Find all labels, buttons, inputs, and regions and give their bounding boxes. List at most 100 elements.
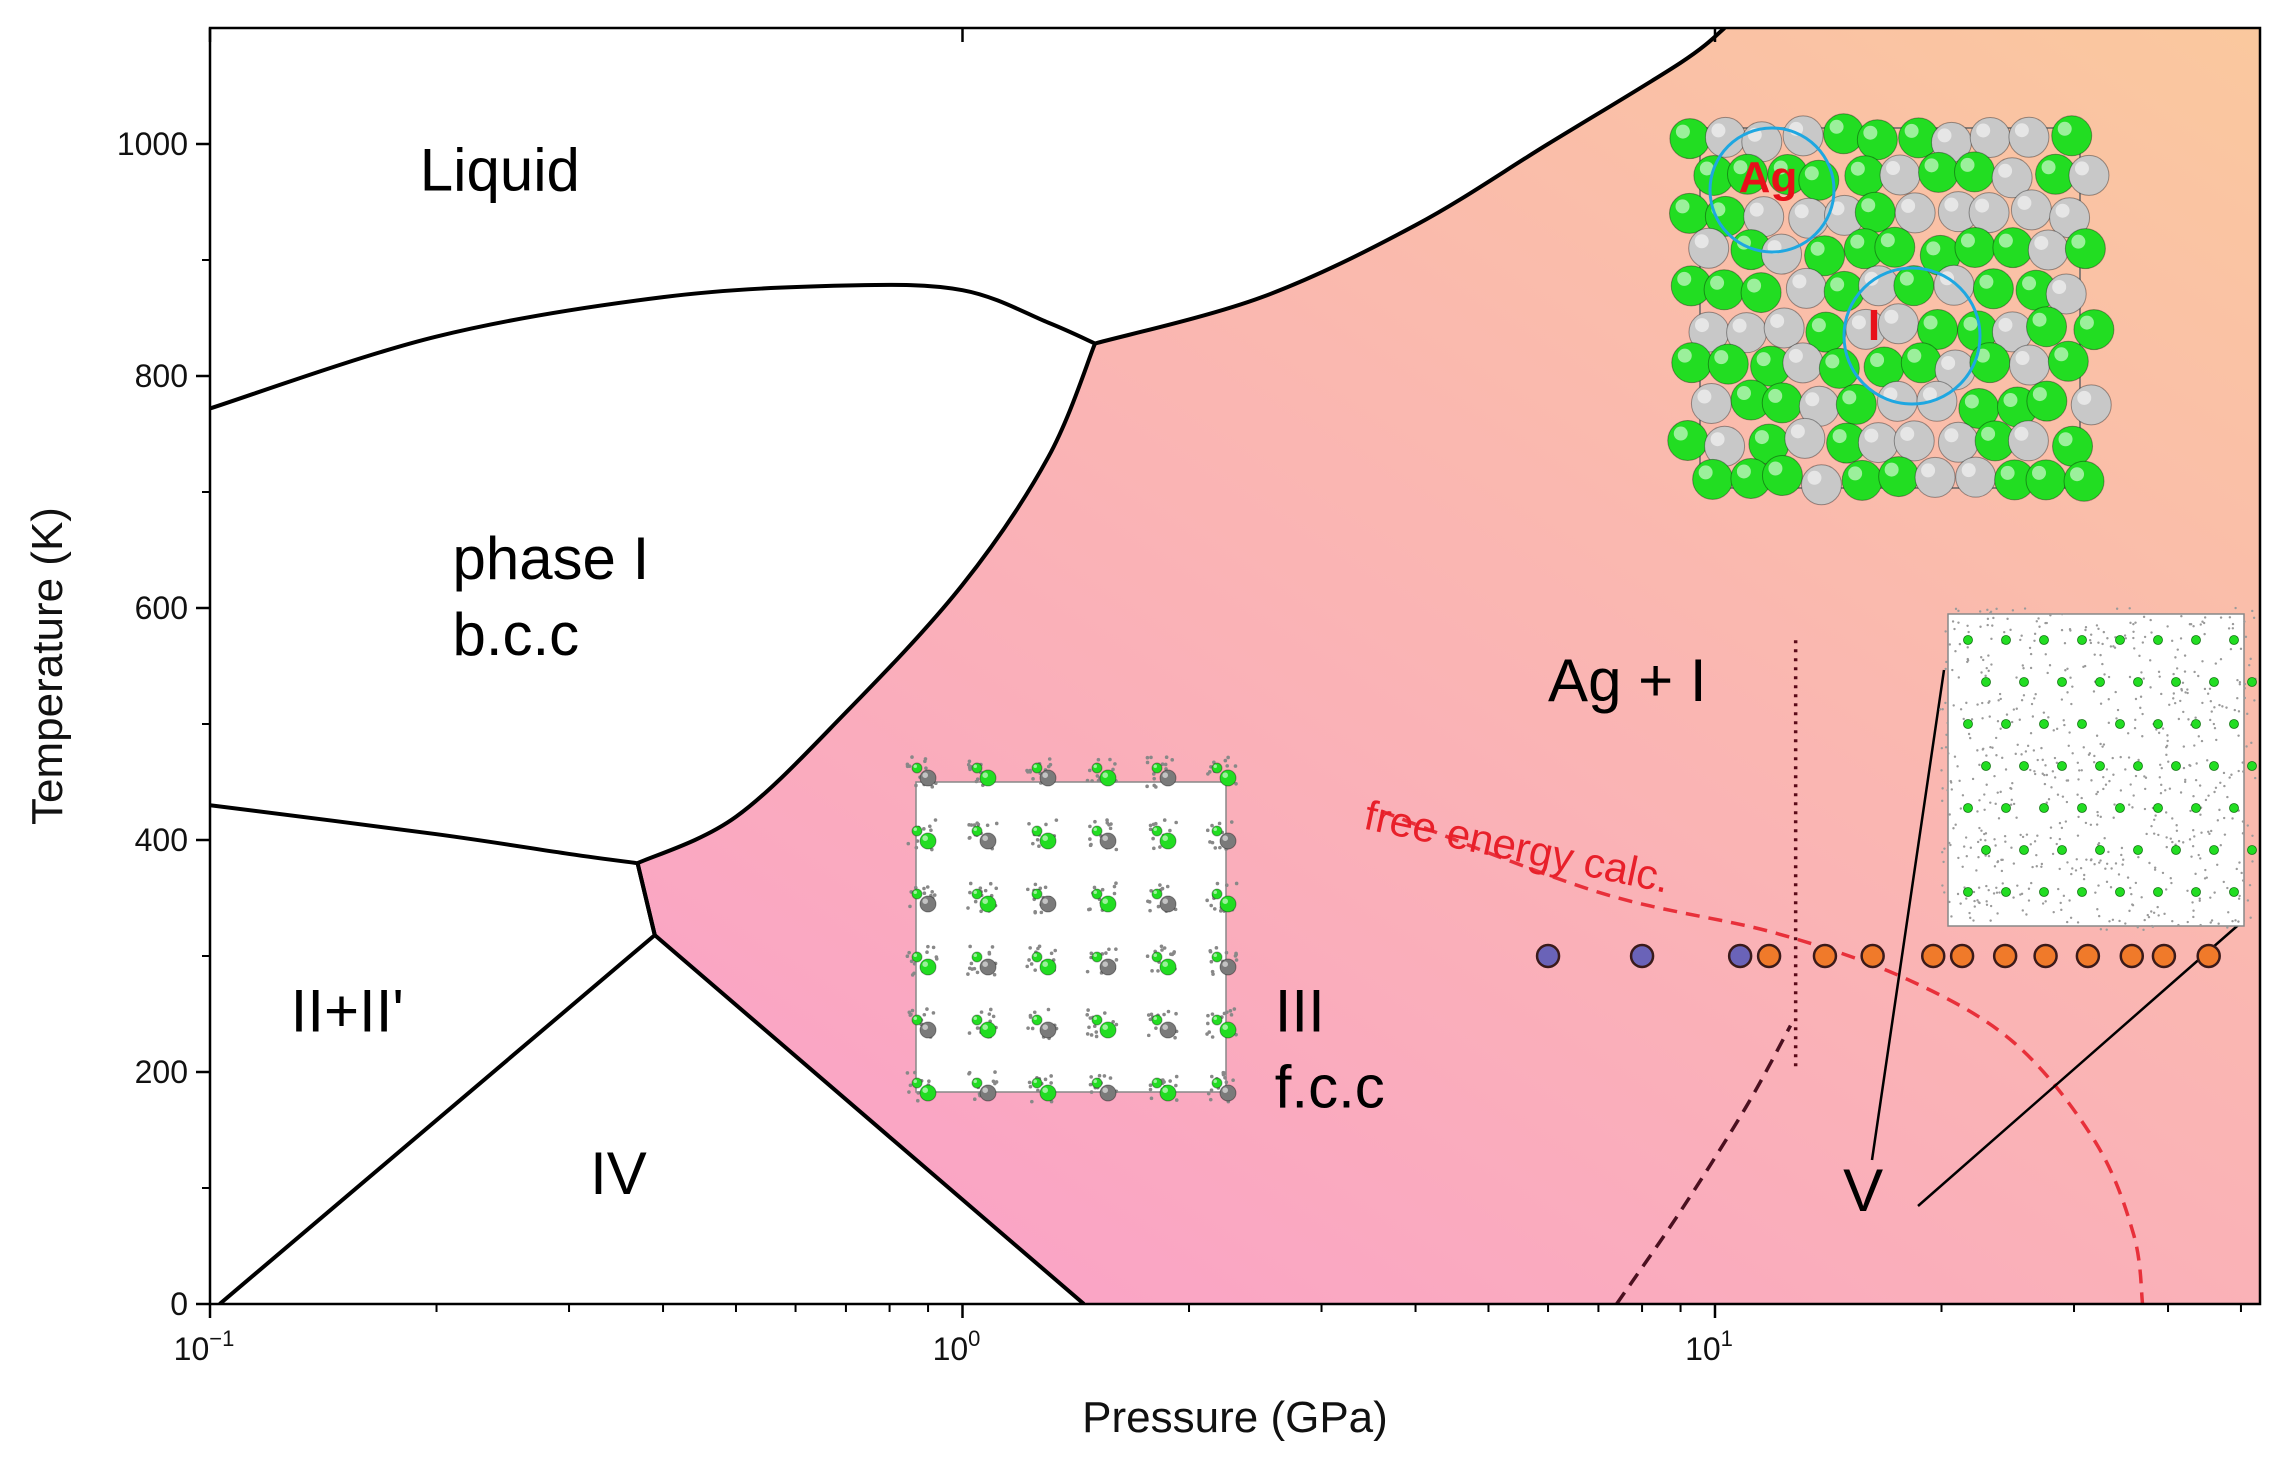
v-speck (2032, 749, 2036, 752)
fcc-atom-body (919, 832, 937, 850)
fcc-speck (1033, 882, 1038, 887)
v-speck (1978, 610, 1982, 613)
fcc-speck (1234, 958, 1239, 962)
v-speck (1980, 671, 1983, 674)
atom (1974, 420, 2016, 462)
fcc-atom-small-body (1211, 888, 1223, 900)
fcc-atom-small (1031, 825, 1043, 837)
v-speck (1942, 860, 1945, 864)
atom-shine (1842, 390, 1857, 405)
atom (1669, 192, 1711, 234)
fcc-atom-small-shine (1153, 827, 1157, 831)
v-speck (2049, 836, 2052, 840)
v-speck (2198, 784, 2202, 787)
v-speck (1951, 620, 1955, 623)
v-speck (2248, 883, 2252, 887)
fcc-speck (1208, 1097, 1213, 1102)
fcc-atom-shine (1222, 1024, 1228, 1030)
fcc-speck (1037, 944, 1042, 949)
v-speck (2093, 863, 2096, 866)
v-speck (2044, 900, 2047, 903)
fcc-speck (1038, 886, 1043, 891)
fcc-speck (1146, 1013, 1151, 1017)
v-speck (2046, 671, 2049, 675)
atom (1693, 154, 1735, 196)
v-speck (2253, 776, 2257, 780)
fcc-atom-body (919, 1084, 937, 1102)
v-atom (1963, 635, 1973, 645)
v-speck (2033, 639, 2036, 643)
atom (1784, 417, 1826, 459)
fcc-speck (1222, 1011, 1227, 1016)
v-speck (2121, 863, 2124, 866)
fcc-speck (1152, 846, 1156, 851)
atom (2049, 197, 2091, 239)
v-speck (2154, 814, 2157, 817)
fcc-speck (987, 950, 992, 955)
v-speck (1985, 900, 1988, 903)
inset-ag-i-structure (1667, 113, 2115, 506)
fcc-speck (1163, 762, 1168, 767)
v-speck (2063, 642, 2067, 645)
fcc-atom-shine (1042, 1024, 1048, 1030)
v-speck (2035, 620, 2038, 623)
atom (1854, 191, 1896, 233)
phase-boundaries (210, 28, 1726, 1304)
fcc-atom (979, 769, 997, 787)
fcc-speck (1027, 958, 1031, 962)
v-speck (2245, 745, 2248, 748)
v-speck (2199, 813, 2202, 816)
v-speck (2173, 701, 2177, 705)
white-region-iv (219, 935, 1084, 1304)
fcc-atom-body (919, 769, 937, 787)
fcc-speck (1089, 842, 1093, 847)
fcc-speck (1145, 760, 1150, 765)
fcc-atom-body (1159, 1084, 1177, 1102)
fcc-speck (972, 823, 977, 827)
atom (1805, 311, 1847, 353)
fcc-atom-small-body (971, 762, 983, 774)
atom-body (2064, 228, 2106, 270)
v-speck (2218, 703, 2221, 707)
v-speck (1965, 855, 1968, 858)
fcc-atom-small (1031, 1014, 1043, 1026)
v-speck (2099, 815, 2102, 819)
v-speck (2127, 756, 2131, 759)
v-speck (2029, 666, 2033, 670)
v-speck (1979, 625, 1982, 628)
fcc-speck (1210, 1035, 1215, 1039)
v-speck (2105, 768, 2109, 771)
v-atom (2171, 677, 2181, 687)
x-tick-label: 101 (1685, 1326, 1733, 1367)
boundary-phase-i-right (636, 342, 1097, 866)
atom-shine (1811, 318, 1826, 333)
v-speck (2190, 855, 2193, 858)
fcc-speck (1156, 904, 1161, 909)
fcc-speck (905, 1071, 910, 1075)
fcc-speck (1148, 1087, 1153, 1092)
v-speck (2179, 791, 2183, 794)
fcc-atom-shine (1102, 772, 1108, 778)
fcc-speck (991, 1014, 996, 1019)
v-speck (2063, 723, 2066, 727)
v-speck (2139, 695, 2143, 698)
v-speck (2003, 834, 2007, 838)
v-speck (1972, 890, 1976, 894)
v-speck (1987, 888, 1990, 892)
v-speck (2186, 920, 2189, 924)
v-speck (1959, 902, 1962, 905)
atom-body (1669, 118, 1711, 160)
inset-v-box (1947, 613, 2245, 927)
v-speck (2042, 711, 2046, 714)
atom (1667, 420, 1709, 462)
v-speck (2221, 705, 2224, 708)
v-speck (2127, 803, 2131, 806)
v-speck (2163, 912, 2166, 916)
v-atom (2019, 677, 2029, 687)
fcc-speck (924, 766, 928, 770)
v-speck (2060, 628, 2064, 632)
fcc-atom (919, 1084, 937, 1102)
fcc-speck (1154, 785, 1158, 789)
boundary-melting-upper (1094, 28, 1726, 346)
v-speck (1969, 916, 1972, 920)
